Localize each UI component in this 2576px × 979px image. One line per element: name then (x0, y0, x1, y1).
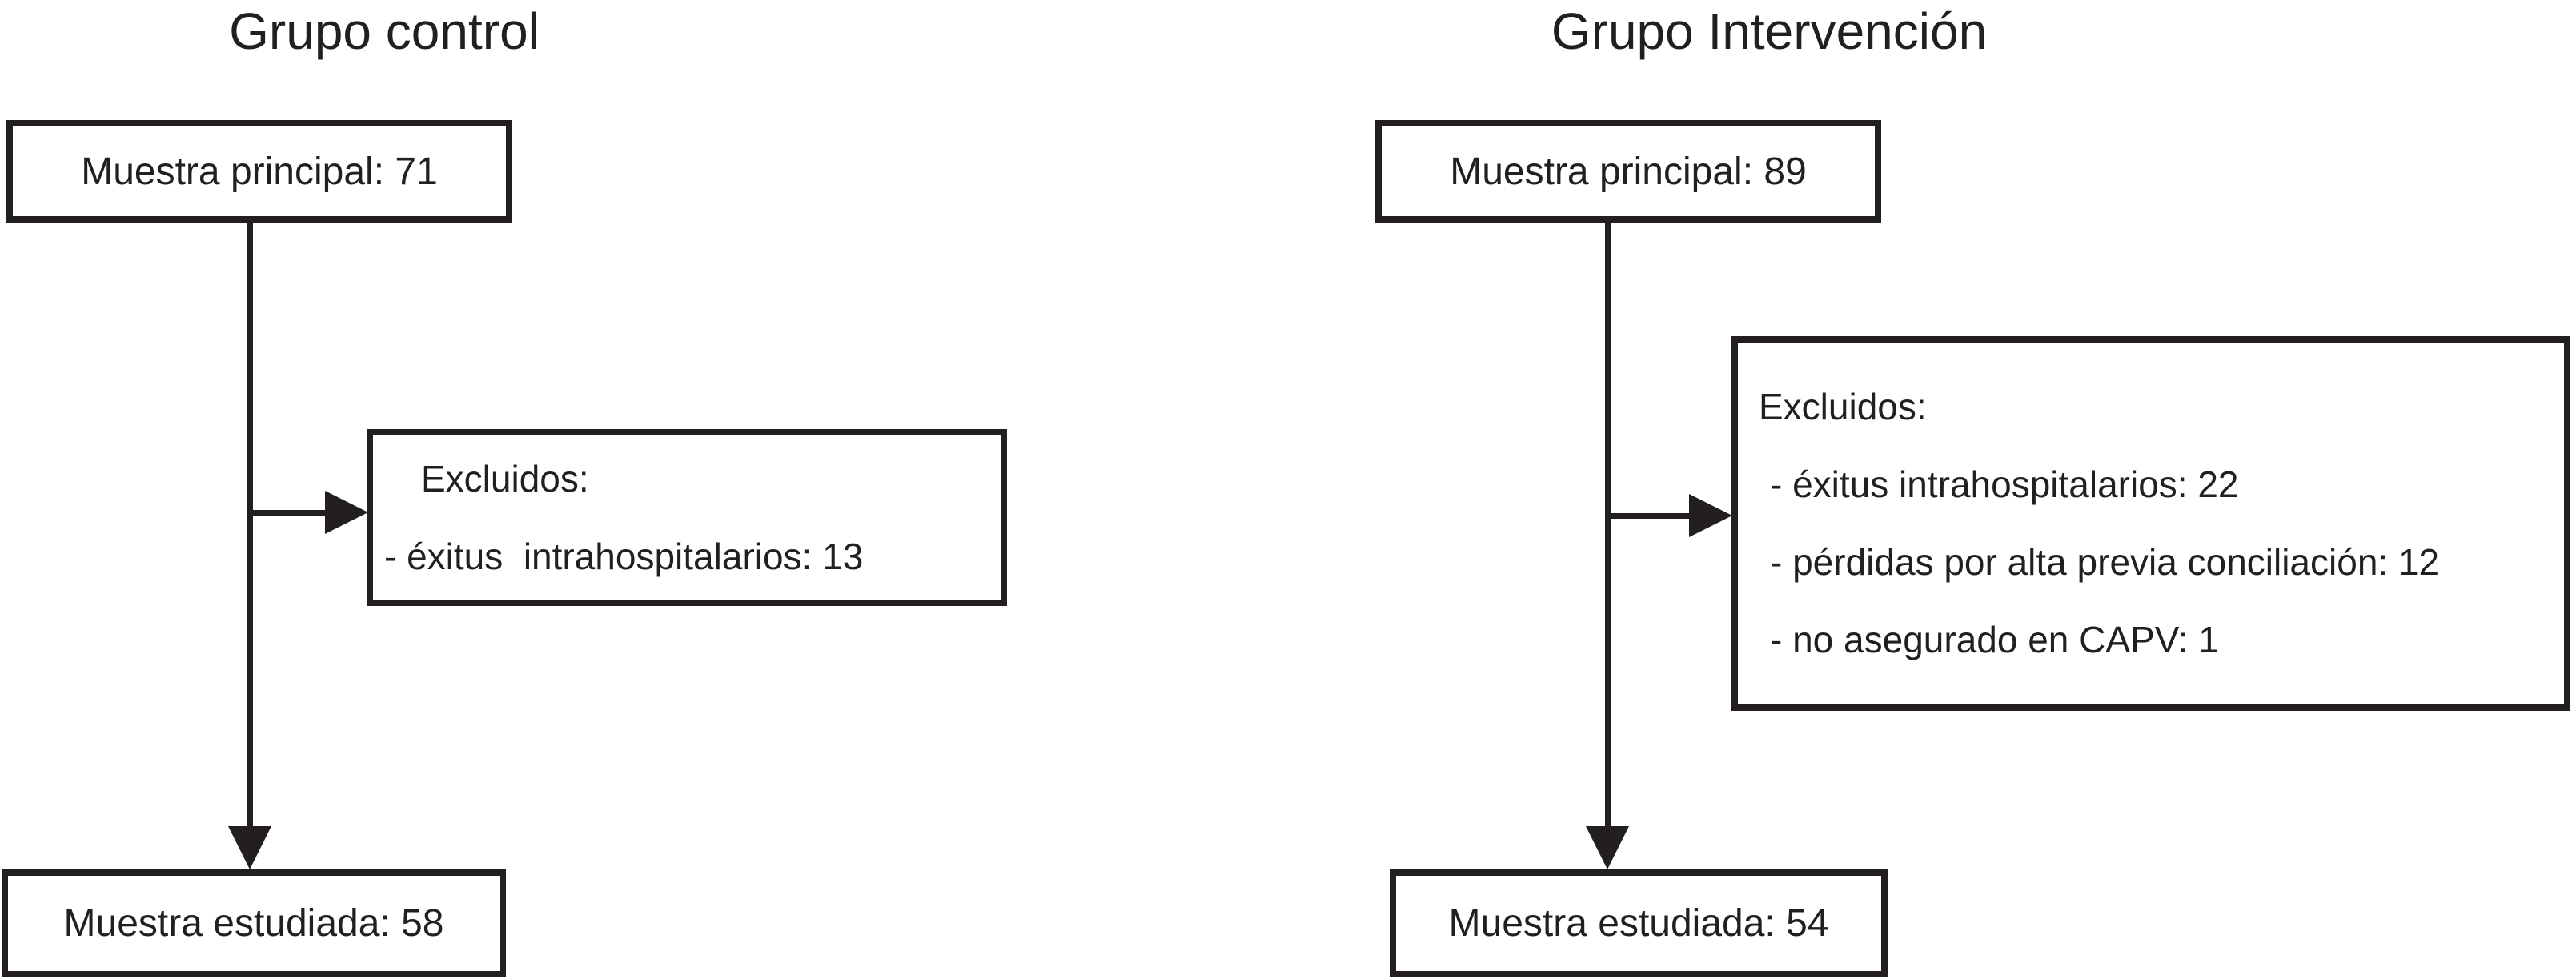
connector-vertical-line-intervencion (1605, 223, 1611, 828)
excluded-item: - éxitus intrahospitalarios: 22 (1770, 463, 2239, 505)
result-sample-box-intervencion: Muestra estudiada: 54 (1390, 869, 1888, 977)
connector-horizontal-line-intervencion (1607, 513, 1691, 519)
result-sample-label: Muestra estudiada: 54 (1448, 902, 1829, 945)
excluded-box-control: Excluidos: - éxitus intrahospitalarios: … (367, 429, 1007, 606)
main-sample-box-intervencion: Muestra principal: 89 (1375, 120, 1881, 223)
arrow-down-icon (228, 826, 271, 869)
group-title-control: Grupo control (229, 2, 540, 60)
main-sample-box-control: Muestra principal: 71 (6, 120, 512, 223)
connector-horizontal-line-control (250, 510, 327, 516)
main-sample-label: Muestra principal: 89 (1450, 150, 1807, 193)
excluded-box-intervencion: Excluidos: - éxitus intrahospitalarios: … (1731, 336, 2570, 711)
result-sample-box-control: Muestra estudiada: 58 (2, 869, 506, 977)
connector-vertical-line-control (247, 223, 253, 828)
arrow-right-icon (325, 491, 368, 534)
arrow-right-icon (1689, 494, 1732, 537)
group-title-intervencion: Grupo Intervención (1551, 2, 1988, 60)
excluded-item: - pérdidas por alta previa conciliación:… (1770, 541, 2440, 583)
result-sample-label: Muestra estudiada: 58 (63, 902, 444, 945)
excluded-item: - no asegurado en CAPV: 1 (1770, 619, 2219, 660)
excluded-header: Excluidos: (1759, 386, 1927, 427)
main-sample-label: Muestra principal: 71 (81, 150, 438, 193)
excluded-header: Excluidos: (421, 457, 589, 500)
excluded-item: - éxitus intrahospitalarios: 13 (384, 535, 864, 577)
arrow-down-icon (1586, 826, 1629, 869)
